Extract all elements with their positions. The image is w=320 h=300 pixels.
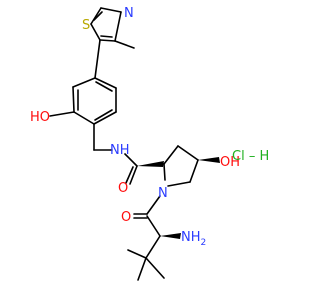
phenol-oh-label: HO xyxy=(30,110,50,125)
hydrochloride-label: Cl – H xyxy=(232,149,269,164)
benzene-ring xyxy=(72,39,117,125)
molecule-diagram: S N HO NH O N OH O NH2 Cl – H xyxy=(30,6,269,281)
stereo-wedge-oh xyxy=(198,157,220,163)
thiazole-ring xyxy=(90,7,135,49)
methyl-bond-3 xyxy=(137,257,147,281)
pyrrolidine-oh-label: OH xyxy=(220,155,240,170)
amide-co-bond-1 xyxy=(129,165,138,185)
calpha-cquat-bond xyxy=(145,235,161,259)
methyl-bond-1 xyxy=(127,249,147,259)
amine-nh2-label: NH2 xyxy=(181,230,206,248)
thiazole-nitrogen-label: N xyxy=(124,6,134,21)
amide-oxygen-label: O xyxy=(118,181,128,196)
amide-nh-label: NH xyxy=(110,143,130,158)
stereo-wedge-nh2 xyxy=(160,233,181,239)
amide-co-bond-2 xyxy=(125,166,134,184)
n-acyl-bond xyxy=(146,195,161,215)
acyl-oxygen-label: O xyxy=(121,210,131,225)
amine-nh-text: NH xyxy=(181,230,201,245)
stereo-wedge-ca xyxy=(137,161,164,167)
amide-n-c-bond xyxy=(124,153,138,167)
sulfur-label: S xyxy=(82,18,90,33)
methyl-bond-2 xyxy=(145,257,165,279)
acyl-calpha-bond xyxy=(146,215,161,237)
structure-svg: S N HO NH O N OH O NH2 Cl – H xyxy=(30,6,269,281)
amine-subscript: 2 xyxy=(201,238,207,248)
phenol-bond xyxy=(49,111,75,117)
pyrrolidine-nitrogen-label: N xyxy=(158,186,168,201)
pyrrolidine-ring xyxy=(163,145,199,187)
